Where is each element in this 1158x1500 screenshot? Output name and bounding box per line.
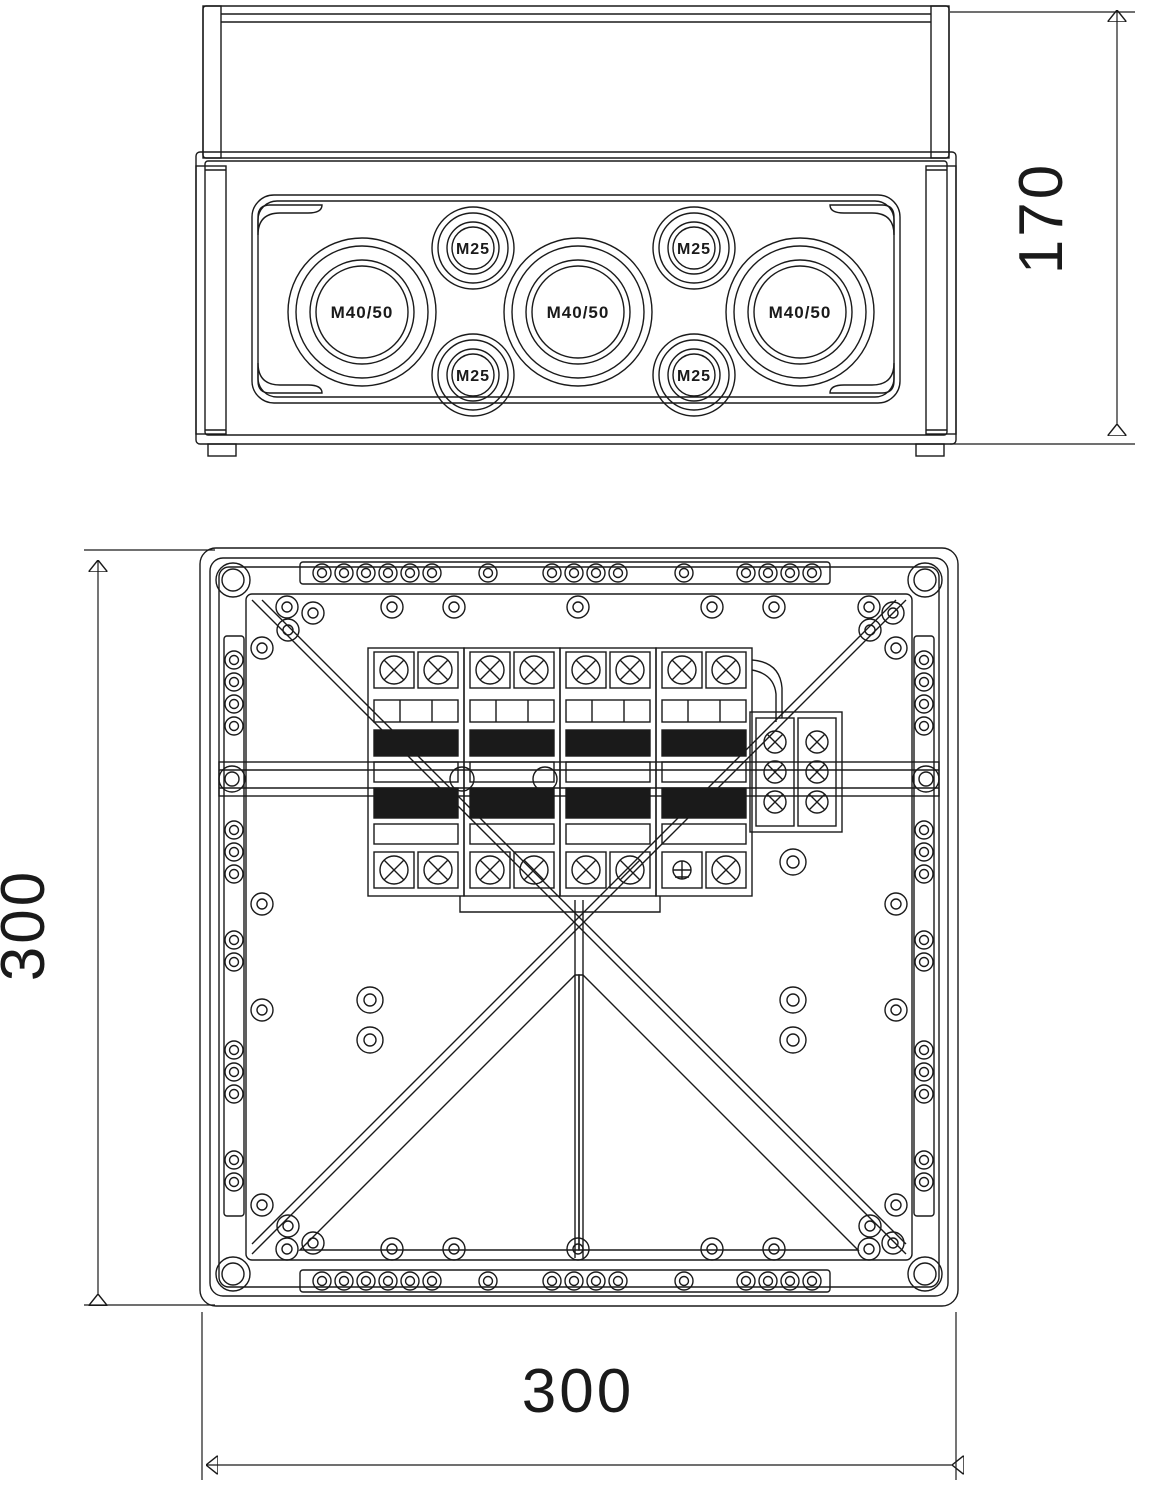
bottom-edge-perforation xyxy=(275,1231,905,1293)
dimension-lines xyxy=(84,10,1135,1480)
entry-top-left-m25 xyxy=(431,206,515,290)
top-edge-perforation xyxy=(275,561,905,625)
breaker-3 xyxy=(559,647,657,897)
entry-right-m40 xyxy=(725,237,875,387)
top-view xyxy=(199,547,959,1307)
entry-right-m40-label: M40/50 xyxy=(769,303,832,322)
breaker-2 xyxy=(463,647,561,897)
width-dimension-label: 300 xyxy=(522,1357,634,1426)
entry-center-m40 xyxy=(503,237,653,387)
depth-dimension-label: 300 xyxy=(0,869,58,981)
entry-top-left-m25-label: M25 xyxy=(456,241,490,258)
entry-top-right-m25-label: M25 xyxy=(677,241,711,258)
height-dimension-label: 170 xyxy=(1007,162,1076,274)
side-view xyxy=(195,5,957,457)
entry-bottom-right-m25 xyxy=(652,333,736,417)
entry-left-m40 xyxy=(287,237,437,387)
right-edge-perforation xyxy=(858,618,935,1238)
breaker-4 xyxy=(655,647,753,897)
entry-bottom-left-m25 xyxy=(431,333,515,417)
entry-top-right-m25 xyxy=(652,206,736,290)
entry-bottom-left-m25-label: M25 xyxy=(456,368,490,385)
terminal-block xyxy=(749,711,843,833)
breaker-group xyxy=(367,647,843,897)
entry-left-m40-label: M40/50 xyxy=(331,303,394,322)
entry-center-m40-label: M40/50 xyxy=(547,303,610,322)
breaker-1 xyxy=(367,647,465,897)
left-edge-perforation xyxy=(223,618,300,1238)
entry-bottom-right-m25-label: M25 xyxy=(677,368,711,385)
